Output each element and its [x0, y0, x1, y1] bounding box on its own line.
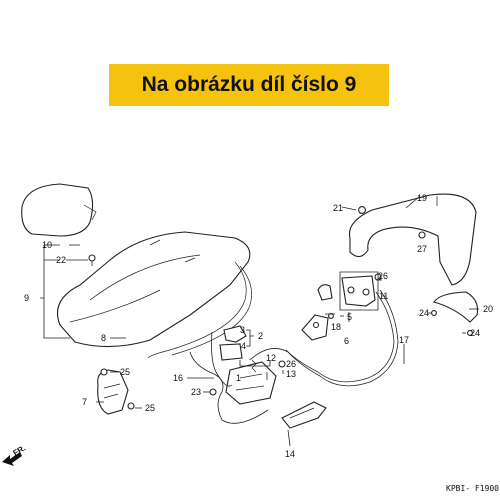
seat-cable [249, 289, 399, 387]
callout-26b: 26 [286, 359, 296, 369]
callout-13: 13 [286, 369, 296, 379]
callout-16: 16 [173, 373, 183, 383]
bolt-25b [127, 402, 135, 410]
front-arrow-icon [2, 452, 22, 466]
callout-5: 5 [347, 312, 352, 322]
seat-hinge-lower [219, 343, 243, 361]
callout-17: 17 [399, 335, 409, 345]
main-seat [56, 231, 251, 348]
screw-24a [431, 310, 437, 316]
bolt-27 [418, 231, 426, 239]
backrest-pad [21, 183, 94, 237]
callout-24b: 24 [470, 328, 480, 338]
callout-20: 20 [483, 304, 493, 314]
rear-cover [433, 291, 479, 323]
front-marker-label: FR. [12, 443, 28, 457]
callout-25b: 25 [145, 403, 155, 413]
part-number-banner: Na obrázku díl číslo 9 [109, 64, 389, 106]
callout-9: 9 [24, 293, 29, 303]
bolt-26b [278, 360, 286, 368]
callout-23: 23 [191, 387, 201, 397]
release-cable [189, 351, 269, 424]
seat-bracket [97, 369, 129, 415]
callout-18: 18 [331, 322, 341, 332]
grab-rail [348, 193, 477, 286]
callout-19: 19 [417, 193, 427, 203]
key-cylinder [317, 284, 333, 301]
callout-25a: 25 [120, 367, 130, 377]
callout-22: 22 [56, 255, 66, 265]
callout-4: 4 [241, 341, 246, 351]
callout-21: 21 [333, 203, 343, 213]
diagram-code: KPBI- F1900 [446, 484, 499, 493]
screw-24b [467, 330, 473, 336]
callout-3: 3 [240, 325, 245, 335]
callout-11: 11 [379, 291, 388, 301]
bolt-23 [209, 388, 217, 396]
callout-14: 14 [285, 449, 295, 459]
seat-hinge-upper [223, 325, 247, 343]
front-direction-marker: FR. [2, 443, 27, 466]
bolt-22 [88, 254, 96, 266]
callout-10: 10 [42, 240, 52, 250]
seat-lock [341, 275, 376, 307]
callout-7: 7 [82, 397, 87, 407]
bolt-21 [358, 206, 366, 214]
callout-2: 2 [258, 331, 263, 341]
callout-8: 8 [101, 333, 106, 343]
seat-catch [225, 361, 277, 405]
callout-6: 6 [344, 336, 349, 346]
tray-part [281, 401, 327, 429]
callout-26a: 26 [378, 271, 388, 281]
callout-27: 27 [417, 244, 427, 254]
callout-24a: 24 [419, 308, 429, 318]
bolt-25a [100, 368, 108, 376]
callout-12: 12 [266, 353, 276, 363]
callout-1: 1 [236, 373, 241, 383]
